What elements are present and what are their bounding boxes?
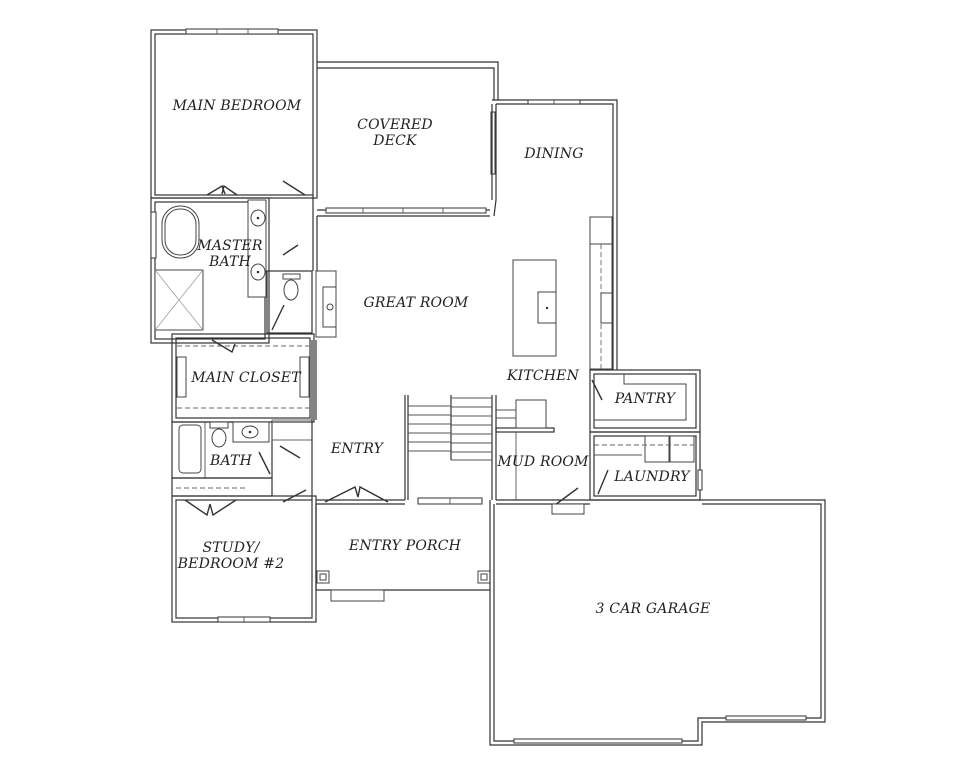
dryer-icon <box>669 435 695 463</box>
label-study-line1: STUDY/ <box>202 540 260 556</box>
label-garage: 3 CAR GARAGE <box>595 601 711 617</box>
master-bath-walls <box>150 197 270 344</box>
appliance <box>515 399 547 429</box>
stairs <box>404 395 497 505</box>
garage-walls <box>489 499 826 746</box>
dining-walls <box>491 99 618 370</box>
sink-drain-icon <box>545 306 549 310</box>
label-study-bedroom-2: STUDY/ BEDROOM #2 <box>178 540 285 572</box>
label-kitchen: KITCHEN <box>506 368 580 384</box>
label-laundry: LAUNDRY <box>614 469 690 485</box>
label-main-closet: MAIN CLOSET <box>191 370 301 386</box>
mud-room-walls <box>495 399 590 515</box>
label-master-bath-line2: BATH <box>209 254 251 270</box>
label-study-line2: BEDROOM #2 <box>177 556 285 572</box>
label-covered-deck-line2: DECK <box>373 133 417 149</box>
hall-linen <box>171 477 273 497</box>
entry-porch-walls <box>315 504 491 602</box>
washer-icon <box>644 435 670 463</box>
toilet-tank-icon <box>209 421 229 429</box>
study-walls <box>171 489 317 623</box>
label-entry: ENTRY <box>330 441 384 457</box>
label-covered-deck: COVERED DECK <box>357 117 433 149</box>
bath-walls <box>171 419 313 479</box>
covered-deck-walls <box>317 61 499 217</box>
toilet-icon <box>211 428 227 448</box>
label-pantry: PANTRY <box>614 391 676 407</box>
toilet-icon <box>283 279 299 301</box>
label-covered-deck-line1: COVERED <box>357 117 433 133</box>
label-main-bedroom: MAIN BEDROOM <box>172 98 302 114</box>
pantry-walls <box>589 369 701 433</box>
label-master-bath: MASTER BATH <box>197 238 262 270</box>
door-icon <box>282 180 306 196</box>
bathtub-icon <box>178 424 202 474</box>
label-dining: DINING <box>524 146 584 162</box>
laundry-walls <box>589 431 703 501</box>
door-icon <box>206 184 238 196</box>
master-wc <box>266 244 337 338</box>
entry-door <box>316 485 405 505</box>
kitchen-island <box>512 259 557 357</box>
label-mud-room: MUD ROOM <box>497 454 589 470</box>
toilet-tank-icon <box>282 273 301 280</box>
label-master-bath-line1: MASTER <box>197 238 263 254</box>
label-bath: BATH <box>210 453 252 469</box>
label-great-room: GREAT ROOM <box>363 295 469 311</box>
great-room-walls <box>311 195 318 500</box>
label-entry-porch: ENTRY PORCH <box>348 538 462 554</box>
kitchen-counter <box>589 216 613 370</box>
